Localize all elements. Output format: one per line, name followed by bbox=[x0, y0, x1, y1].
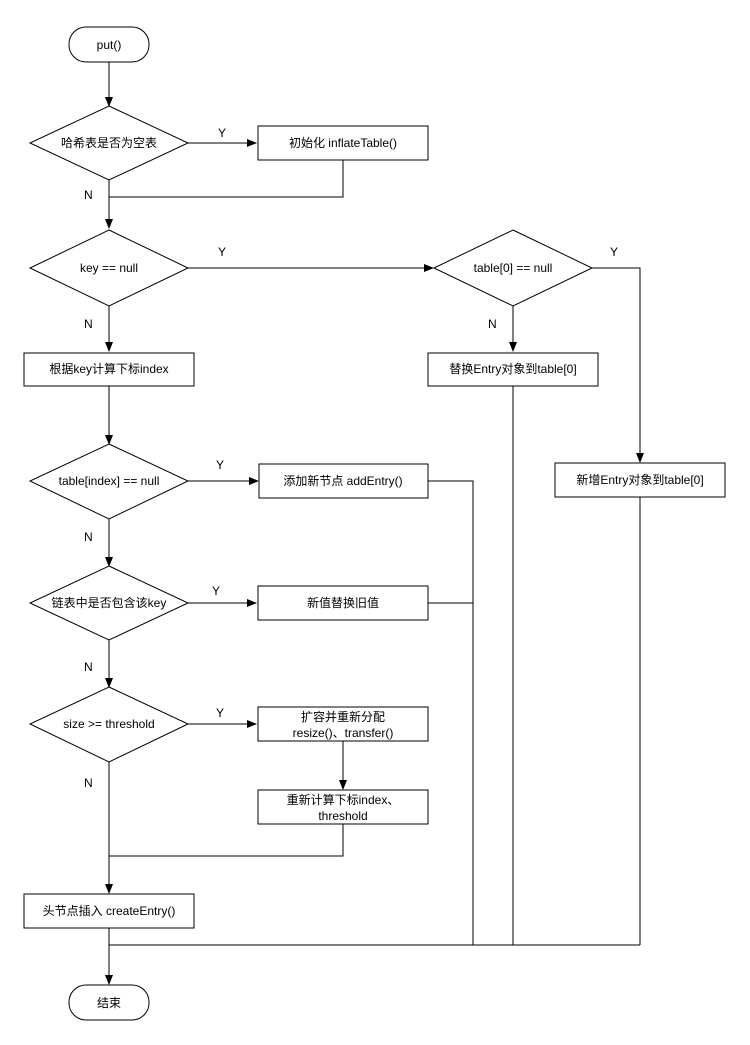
node-threshold-check: size >= threshold bbox=[28, 686, 190, 763]
label-table0-no: N bbox=[488, 317, 497, 331]
key-null-diamond bbox=[28, 229, 190, 307]
edges bbox=[105, 62, 644, 985]
start-label: put() bbox=[97, 38, 122, 52]
node-end: 结束 bbox=[68, 984, 150, 1021]
label-empty-yes: Y bbox=[218, 126, 226, 140]
node-recalc: 重新计算下标index、 threshold bbox=[257, 789, 429, 825]
label-table-index-no: N bbox=[84, 530, 93, 544]
label-contains-yes: Y bbox=[212, 584, 220, 598]
label-table0-yes: Y bbox=[610, 245, 618, 259]
key-null-label: key == null bbox=[80, 261, 138, 275]
node-empty-check: 哈希表是否为空表 bbox=[28, 105, 190, 181]
end-label: 结束 bbox=[97, 996, 121, 1010]
edge-recalc-merge bbox=[109, 824, 344, 857]
node-resize: 扩容并重新分配 resize()、transfer() bbox=[257, 706, 429, 742]
node-add-entry: 添加新节点 addEntry() bbox=[258, 463, 429, 499]
node-new-entry-table0: 新增Entry对象到table[0] bbox=[554, 462, 726, 498]
resize-label-line1: 扩容并重新分配 bbox=[301, 709, 385, 724]
end-terminator bbox=[68, 984, 150, 1021]
recalc-box bbox=[257, 789, 429, 825]
node-table-index-check: table[index] == null bbox=[28, 443, 190, 520]
node-calc-index: 根据key计算下标index bbox=[23, 352, 195, 387]
start-terminator bbox=[68, 26, 150, 63]
add-entry-label: 添加新节点 addEntry() bbox=[283, 473, 402, 488]
new-entry-table0-box bbox=[554, 462, 726, 498]
edge-labels: Y N Y N N Y Y N Y N Y N bbox=[84, 126, 618, 790]
new-entry-table0-label: 新增Entry对象到table[0] bbox=[576, 472, 703, 487]
contains-label: 链表中是否包含该key bbox=[52, 595, 167, 610]
label-threshold-yes: Y bbox=[216, 706, 224, 720]
init-label: 初始化 inflateTable() bbox=[289, 136, 397, 150]
table-index-label: table[index] == null bbox=[59, 474, 160, 488]
replace-value-box bbox=[257, 585, 429, 621]
label-threshold-no: N bbox=[84, 776, 93, 790]
edge-table0-yes-to-new-entry bbox=[592, 267, 644, 463]
head-insert-label: 头节点插入 createEntry() bbox=[43, 904, 176, 918]
table-index-diamond bbox=[28, 443, 190, 520]
empty-check-label: 哈希表是否为空表 bbox=[61, 135, 157, 150]
label-empty-no: N bbox=[84, 188, 93, 202]
node-key-null-check: key == null bbox=[28, 229, 190, 307]
recalc-label-line1: 重新计算下标index、 bbox=[287, 792, 400, 807]
edge-init-merge bbox=[109, 160, 344, 198]
replace-value-label: 新值替换旧值 bbox=[307, 595, 379, 610]
recalc-label-line2: threshold bbox=[318, 809, 367, 823]
label-key-null-yes: Y bbox=[218, 245, 226, 259]
empty-check-diamond bbox=[28, 105, 190, 181]
init-box bbox=[257, 125, 429, 161]
contains-diamond bbox=[28, 565, 190, 641]
threshold-diamond bbox=[28, 686, 190, 763]
head-insert-box bbox=[23, 893, 195, 929]
label-table-index-yes: Y bbox=[216, 458, 224, 472]
replace-table0-label: 替换Entry对象到table[0] bbox=[449, 362, 576, 376]
node-start: put() bbox=[68, 26, 150, 63]
add-entry-box bbox=[258, 463, 429, 499]
calc-index-box bbox=[23, 352, 195, 387]
calc-index-label: 根据key计算下标index bbox=[49, 361, 168, 376]
threshold-label: size >= threshold bbox=[63, 717, 154, 731]
resize-label-line2: resize()、transfer() bbox=[293, 726, 394, 740]
edge-add-entry-merge bbox=[428, 480, 474, 945]
node-contains-check: 链表中是否包含该key bbox=[28, 565, 190, 641]
table0-diamond bbox=[432, 229, 594, 307]
table0-label: table[0] == null bbox=[474, 261, 553, 275]
node-replace-value: 新值替换旧值 bbox=[257, 585, 429, 621]
label-key-null-no: N bbox=[84, 317, 93, 331]
resize-box bbox=[257, 706, 429, 742]
label-contains-no: N bbox=[84, 660, 93, 674]
node-init: 初始化 inflateTable() bbox=[257, 125, 429, 161]
node-table0-check: table[0] == null bbox=[432, 229, 594, 307]
replace-table0-box bbox=[427, 352, 599, 387]
node-replace-table0: 替换Entry对象到table[0] bbox=[427, 352, 599, 387]
node-head-insert: 头节点插入 createEntry() bbox=[23, 893, 195, 929]
